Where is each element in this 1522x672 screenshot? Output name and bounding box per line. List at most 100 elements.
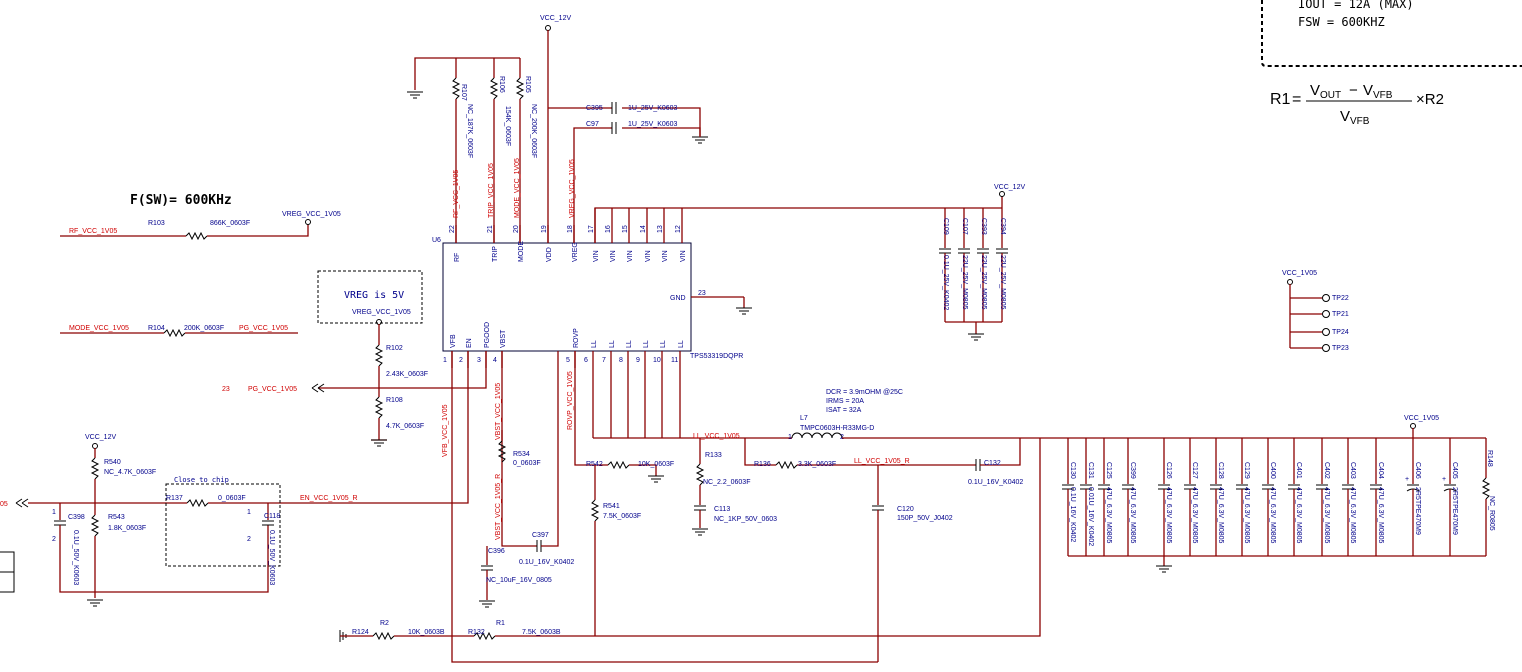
note-fsw: FSW = 600KHZ <box>1298 15 1385 29</box>
c118-val: 0.1U_50V_K0603 <box>268 530 275 585</box>
r124-val: 10K_0603B <box>408 629 445 636</box>
ic-bottom-pin-name: LL <box>643 340 650 348</box>
r137-ref: R137 <box>166 495 183 502</box>
out-cap-ref: C404 <box>1377 462 1384 479</box>
r133-ref: R133 <box>705 452 722 459</box>
vreg-note: VREG is 5V <box>344 290 404 301</box>
r540-ref: R540 <box>104 459 121 466</box>
ic-part: TPS53319DQPR <box>690 353 743 360</box>
ic-bottom-pin-num: 4 <box>493 357 497 364</box>
vdd-network: VCC_12V C395 1U_25V_K0603 C97 1U_25V_K06… <box>540 15 708 243</box>
l7-spec-irms: IRMS = 20A <box>826 398 864 405</box>
ic-top-pin-num: 20 <box>513 225 520 233</box>
ic-top-pin-name: TRIP <box>492 246 499 262</box>
r103-val: 866K_0603F <box>210 220 250 227</box>
out-cap-ref: C125 <box>1105 462 1112 479</box>
r543-ref: R543 <box>108 514 125 521</box>
out-cap-ref: C402 <box>1323 462 1330 479</box>
c396-ref: C396 <box>488 548 505 555</box>
pg-page-ref: 23 <box>222 386 230 393</box>
r136-ref: R136 <box>754 461 771 468</box>
c97-val: 1U_25V_K0603 <box>628 121 678 128</box>
testpoint-pad <box>1322 294 1330 302</box>
c120-val: 150P_50V_J0402 <box>897 515 953 522</box>
r133-val: NC_2.2_0603F <box>703 479 750 486</box>
vin-cap-ref: C393 <box>980 218 987 235</box>
r541-ref: R541 <box>603 503 620 510</box>
r132-alias: R1 <box>496 620 505 627</box>
out-cap-val: 47U_6.3V_M0805 <box>1377 487 1384 544</box>
out-cap-val: 2R5TPE470M9 <box>1451 487 1458 535</box>
formula-num-a: V <box>1310 82 1320 99</box>
ic-top-pin-num: 14 <box>640 225 647 233</box>
ic-top-pin-num: 19 <box>541 225 548 233</box>
r541-val: 7.5K_0603F <box>603 513 641 520</box>
l7-pin1: 1 <box>788 434 792 441</box>
ic-top-pin-name: RF <box>454 253 461 262</box>
out-cap-ref: C400 <box>1269 462 1276 479</box>
vfb-net-label: VFB_VCC_1V05 <box>442 404 449 457</box>
out-cap-ref: C405 <box>1451 462 1458 479</box>
r136-val: 3.3K_0603F <box>798 461 836 468</box>
r102-ref: R102 <box>386 345 403 352</box>
r540-val: NC_4.7K_0603F <box>104 469 156 476</box>
en-left-net: 05 <box>0 501 8 508</box>
ic-bottom-pin-num: 2 <box>459 357 463 364</box>
r534-ref: R534 <box>513 451 530 458</box>
formula-num-a-sub: OUT <box>1320 90 1341 101</box>
l7-spec-dcr: DCR = 3.9mOHM @25C <box>826 389 903 396</box>
c113-ref: C113 <box>714 506 730 513</box>
out-cap-plus: + <box>1405 476 1409 483</box>
ic-top-pin-num: 17 <box>588 225 595 233</box>
ic-top-pin-num: 13 <box>657 225 664 233</box>
out-cap-val: 47U_6.3V_M0805 <box>1165 487 1172 544</box>
gnd-pin-num: 23 <box>698 290 706 297</box>
r543-val: 1.8K_0603F <box>108 525 146 532</box>
r137-val: 0_0603F <box>218 495 246 502</box>
vin-cap-ref: C107 <box>961 218 968 235</box>
out-cap-ref: C131 <box>1087 462 1094 479</box>
vin-cap-ref: C109 <box>942 218 949 235</box>
testpoint-pad <box>1322 310 1330 318</box>
r108-ref: R108 <box>386 397 403 404</box>
r104-val: 200K_0603F <box>184 325 224 332</box>
ic-u6: U6 TPS53319DQPR 22RF21TRIP20MODE19VDD18V… <box>432 208 752 438</box>
out-cap-ref: C129 <box>1243 462 1250 479</box>
out-cap-val: 47U_6.3V_M0805 <box>1349 487 1356 544</box>
r103-ref: R103 <box>148 220 165 227</box>
formula-lhs: R1 <box>1270 91 1291 108</box>
close-to-chip-note: Close to chip <box>174 476 229 484</box>
r542-val: 10K_0603F <box>638 461 674 468</box>
ic-bottom-pin-num: 10 <box>653 357 661 364</box>
c398-ref: C398 <box>68 514 85 521</box>
ll-r-net-label: LL_VCC_1V05_R <box>854 458 910 465</box>
r132-ref: R132 <box>468 629 485 636</box>
ic-top-pin-num: 21 <box>487 225 494 233</box>
vreg-net-label-top: VREG_VCC_1V05 <box>282 211 341 218</box>
ll-network: LL_VCC_1V05 1 2 L7 TMPC0603H-R33MG-D DCR… <box>574 351 1486 662</box>
testpoint-label: TP22 <box>1332 295 1349 302</box>
ic-top-pin-name: VDD <box>546 247 553 262</box>
out-cap-val: 47U_6.3V_M0805 <box>1191 487 1198 544</box>
c132-val: 0.1U_16V_K0402 <box>968 479 1023 486</box>
mode-resistors: R107 NC_187K_0603F R106 154K_0603F R105 … <box>407 57 576 243</box>
c396-val: NC_10uF_16V_0805 <box>486 577 552 584</box>
ic-top-pin-num: 22 <box>449 225 456 233</box>
r132-val: 7.5K_0603B <box>522 629 561 636</box>
c398-val: 0.1U_50V_K0603 <box>72 530 79 585</box>
ic-bottom-pin-name: VBST <box>500 329 507 348</box>
ic-top-pin-num: 15 <box>622 225 629 233</box>
out-cap-val: 0.01U_16V_K0402 <box>1087 487 1094 546</box>
ic-bottom-pin-name: ROVP <box>573 328 580 348</box>
c397-ref: C397 <box>532 532 549 539</box>
out-cap-val: 47U_6.3V_M0805 <box>1323 487 1330 544</box>
r534-val: 0_0603F <box>513 460 541 467</box>
fsw-title: F(SW)= 600KHz <box>130 193 232 208</box>
out-cap-ref: C401 <box>1295 462 1302 479</box>
c120-ref: C120 <box>897 506 914 513</box>
rf-net-label: RF_VCC_1V05 <box>69 228 117 235</box>
vcc-1v05-tp-label: VCC_1V05 <box>1282 270 1317 277</box>
ic-top-pin-name: VIN <box>662 250 669 262</box>
